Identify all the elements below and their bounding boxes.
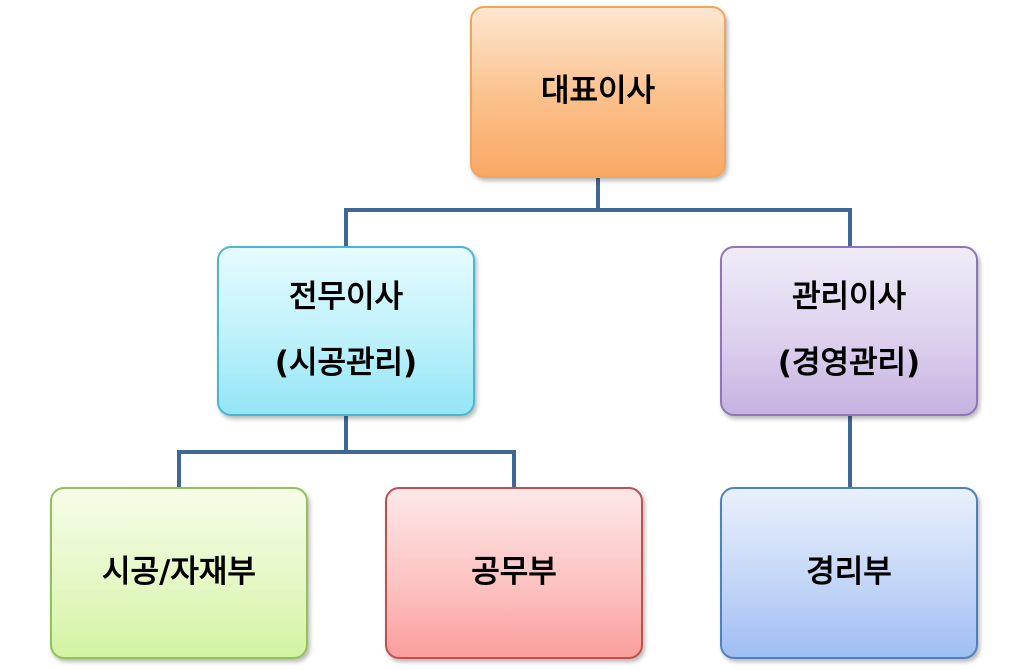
node-executive-director-title: 전무이사 — [288, 279, 404, 316]
node-works-dept: 공무부 — [385, 487, 643, 659]
node-ceo: 대표이사 — [470, 6, 726, 178]
node-accounting-dept-title: 경리부 — [806, 554, 892, 591]
node-executive-director-subtitle: (시공관리) — [274, 345, 418, 381]
node-accounting-dept: 경리부 — [720, 487, 978, 659]
node-ceo-title: 대표이사 — [540, 73, 656, 110]
node-construction-materials-dept-title: 시공/자재부 — [102, 554, 256, 591]
node-executive-director: 전무이사 (시공관리) — [217, 246, 475, 416]
node-construction-materials-dept: 시공/자재부 — [50, 487, 308, 659]
node-administrative-director: 관리이사 (경영관리) — [720, 246, 978, 416]
node-administrative-director-title: 관리이사 — [791, 279, 907, 316]
node-administrative-director-subtitle: (경영관리) — [777, 345, 921, 381]
node-works-dept-title: 공무부 — [471, 554, 557, 591]
